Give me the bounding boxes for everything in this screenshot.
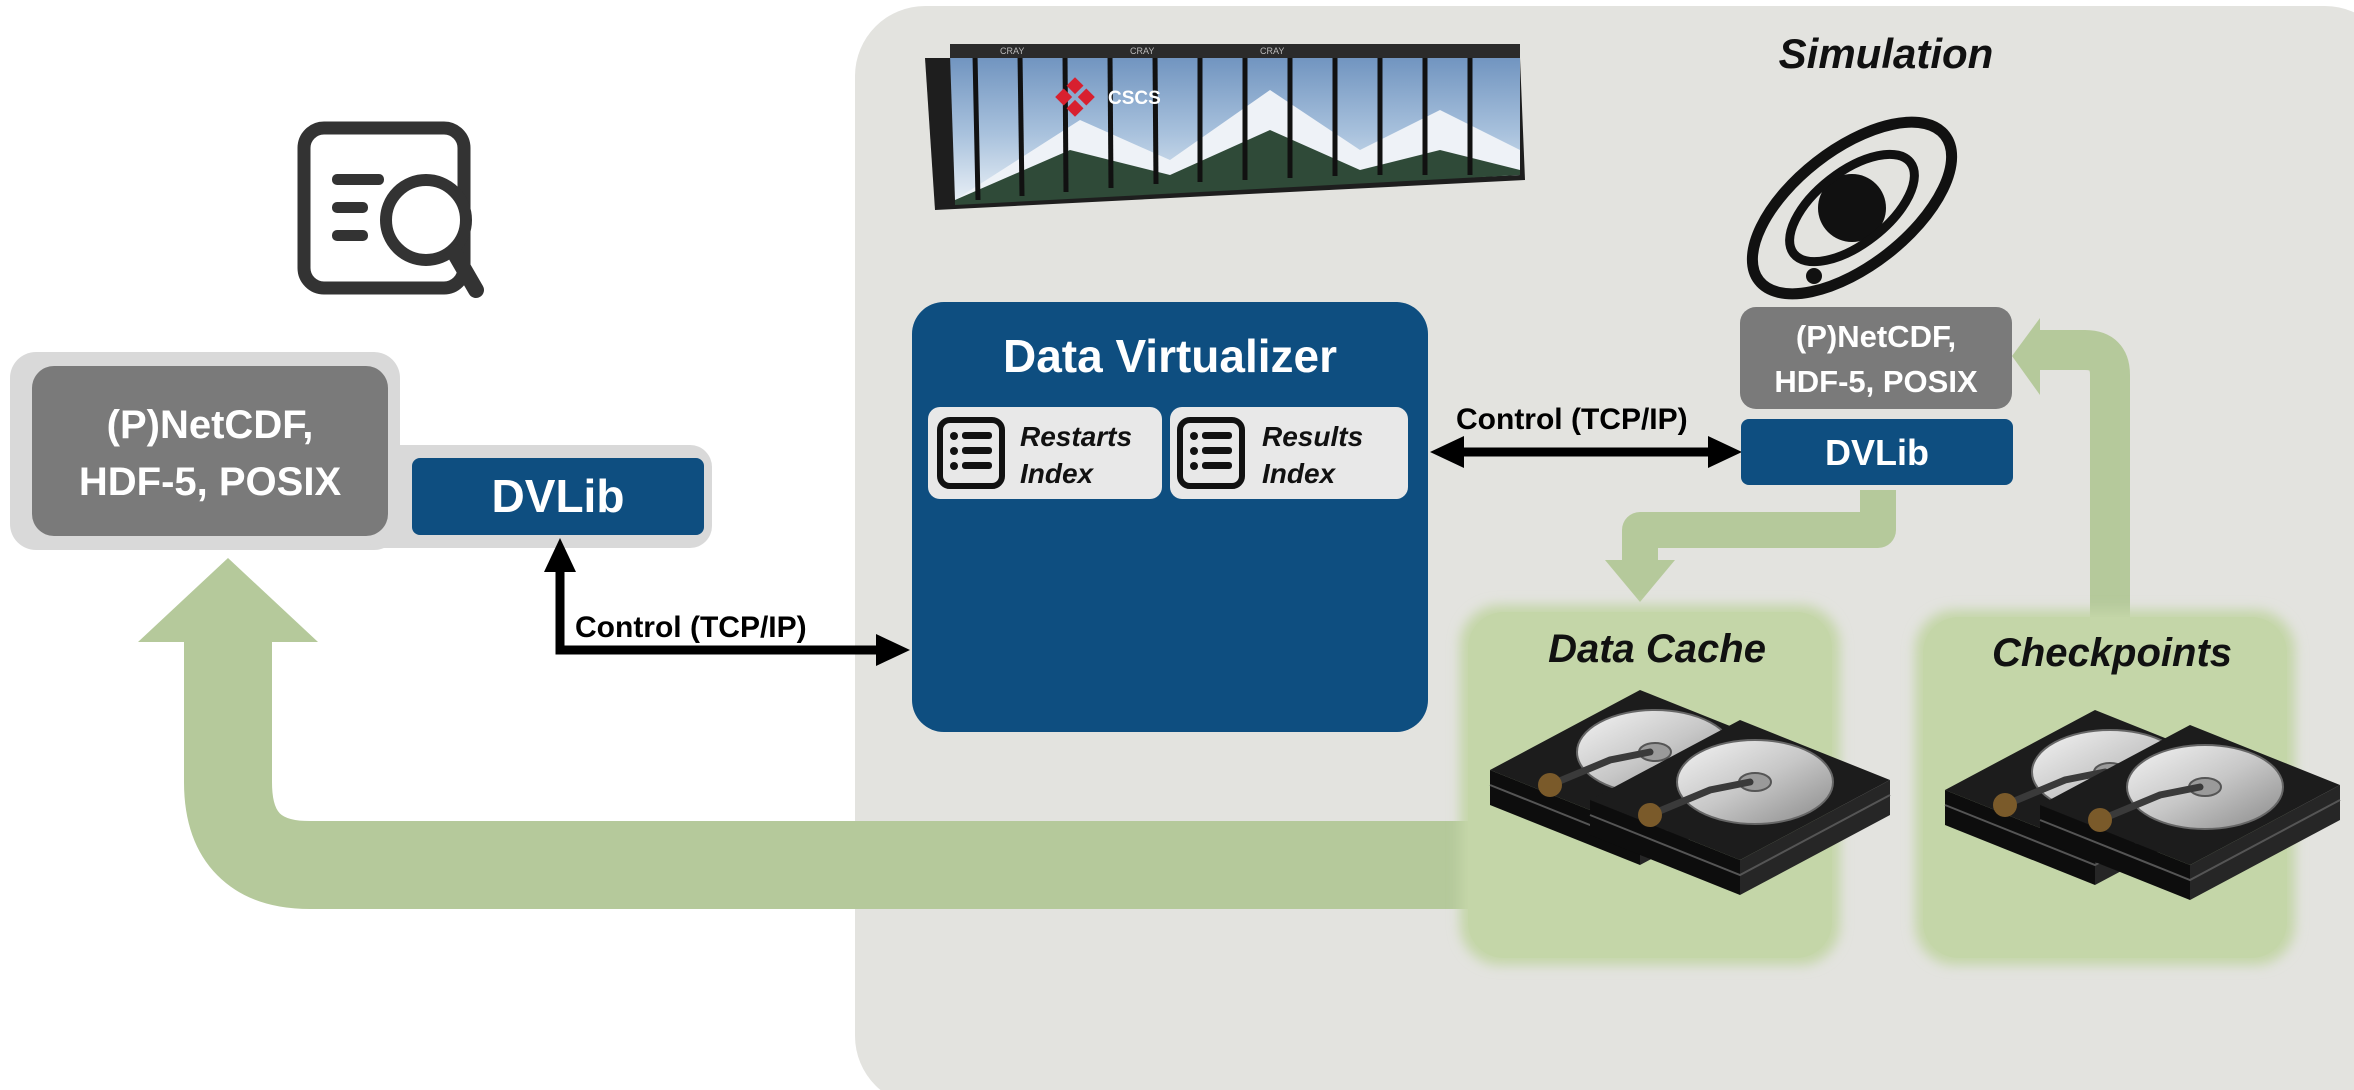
- storage-label: Data Cache: [1548, 627, 1766, 671]
- results-index: Results Index: [1170, 407, 1408, 499]
- client-io-line2: HDF-5, POSIX: [79, 460, 342, 504]
- checkpoints-panel: Checkpoints: [1915, 610, 2340, 965]
- sim-io-library-box: [1740, 307, 2012, 409]
- list-icon: [1177, 417, 1245, 489]
- data-virtualizer-title: Data Virtualizer: [1003, 330, 1337, 382]
- data-cache-panel: Data Cache: [1460, 605, 1890, 965]
- client-io-line1: (P)NetCDF,: [107, 403, 314, 447]
- control-link-client: Control (TCP/IP): [544, 538, 910, 666]
- orbit-icon: [1746, 116, 1958, 300]
- control-link-simulation: Control (TCP/IP): [1430, 403, 1742, 468]
- index-line1: Results: [1262, 421, 1363, 452]
- storage-label: Checkpoints: [1992, 631, 2232, 675]
- server-rack-image: CRAY CRAY CRAY CSCS: [925, 44, 1525, 210]
- data-flow-arrow-to-cache: [1605, 490, 1896, 602]
- restarts-index: Restarts Index: [928, 407, 1162, 499]
- list-icon: [937, 417, 1005, 489]
- control-link-label: Control (TCP/IP): [1456, 403, 1688, 436]
- sim-dvlib-label: DVLib: [1825, 432, 1929, 473]
- checkpoint-flow-arrow: [2012, 318, 2130, 620]
- document-search-icon: [297, 121, 484, 298]
- rack-brand: CRAY: [1000, 46, 1024, 56]
- index-line1: Restarts: [1020, 421, 1132, 452]
- client-dvlib-label: DVLib: [492, 470, 625, 522]
- sim-dvlib-box: [1741, 419, 2013, 485]
- cscs-logo-text: CSCS: [1108, 88, 1161, 109]
- simulation-io-stack: (P)NetCDF, HDF-5, POSIX DVLib: [1740, 307, 2013, 485]
- client-dvlib-box: [412, 458, 704, 535]
- rack-brand: CRAY: [1260, 46, 1284, 56]
- data-flow-arrow-to-client: [138, 558, 1500, 909]
- sim-io-line1: (P)NetCDF,: [1796, 319, 1956, 354]
- index-line2: Index: [1262, 458, 1337, 489]
- index-line2: Index: [1020, 458, 1095, 489]
- rack-brand: CRAY: [1130, 46, 1154, 56]
- client-io-library-box: [32, 366, 388, 536]
- sim-io-line2: HDF-5, POSIX: [1774, 364, 1978, 399]
- client-io-stack: (P)NetCDF, HDF-5, POSIX DVLib: [10, 352, 712, 550]
- simulation-label: Simulation: [1779, 30, 1994, 77]
- data-virtualizer-box: Data Virtualizer Restarts Index Results …: [912, 302, 1428, 732]
- control-link-label: Control (TCP/IP): [575, 611, 807, 644]
